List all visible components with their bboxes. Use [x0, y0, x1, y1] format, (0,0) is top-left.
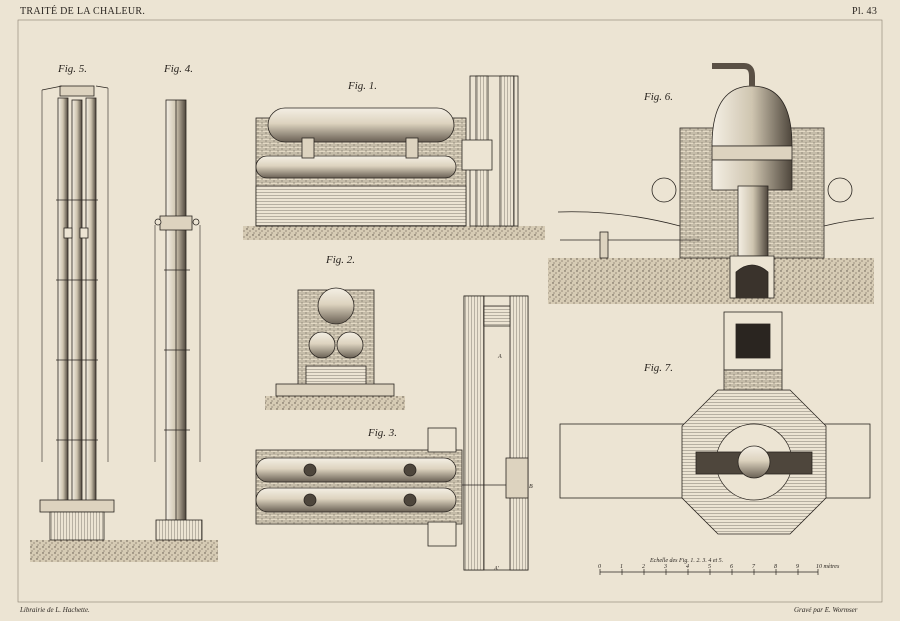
- plate-number: Pl. 43: [852, 6, 878, 17]
- scale-tick-label: 7: [752, 564, 755, 570]
- figure-6-furnace-drawing: [548, 63, 875, 304]
- scale-tick-label: 5: [708, 564, 711, 570]
- scale-tick-label: 10 mètres: [816, 564, 840, 570]
- figure-5-caption: Fig. 5.: [58, 63, 88, 75]
- section-label-b: B: [529, 484, 533, 490]
- scale-tick-label: 4: [686, 564, 689, 570]
- engraver-credit: Gravé par E. Wormser: [794, 606, 858, 614]
- scale-tick-label: 1: [620, 564, 623, 570]
- section-label-a-prime: A': [494, 566, 499, 572]
- figure-7-furnace-plan-drawing: [559, 311, 871, 535]
- figure-3-boiler-plan-drawing: [255, 295, 529, 571]
- scale-tick-label: 9: [796, 564, 799, 570]
- figure-1-boiler-drawing: [243, 75, 545, 240]
- figure-2-caption: Fig. 2.: [326, 254, 356, 266]
- scale-caption: Echelle des Fig. 1. 2. 3. 4 et 5.: [650, 558, 724, 564]
- scale-tick-label: 0: [598, 564, 601, 570]
- scale-tick-label: 8: [774, 564, 777, 570]
- figure-5-chimney-drawing: [30, 85, 218, 562]
- figure-2-boiler-section-drawing: [265, 287, 405, 410]
- scale-tick-label: 3: [664, 564, 667, 570]
- plate-border: [17, 19, 883, 603]
- figure-4-chimney-drawing: [154, 99, 203, 541]
- figure-7-caption: Fig. 7.: [644, 362, 674, 374]
- plate-title: TRAITÉ DE LA CHALEUR.: [20, 6, 146, 17]
- scale-tick-label: 2: [642, 564, 645, 570]
- figure-6-caption: Fig. 6.: [644, 91, 674, 103]
- scale-tick-label: 6: [730, 564, 733, 570]
- publisher-credit: Librairie de L. Hachette.: [20, 606, 90, 614]
- figure-3-caption: Fig. 3.: [368, 427, 398, 439]
- section-label-a: A: [498, 354, 502, 360]
- figure-1-caption: Fig. 1.: [348, 80, 378, 92]
- figure-4-caption: Fig. 4.: [164, 63, 194, 75]
- scale-bar: [599, 569, 819, 575]
